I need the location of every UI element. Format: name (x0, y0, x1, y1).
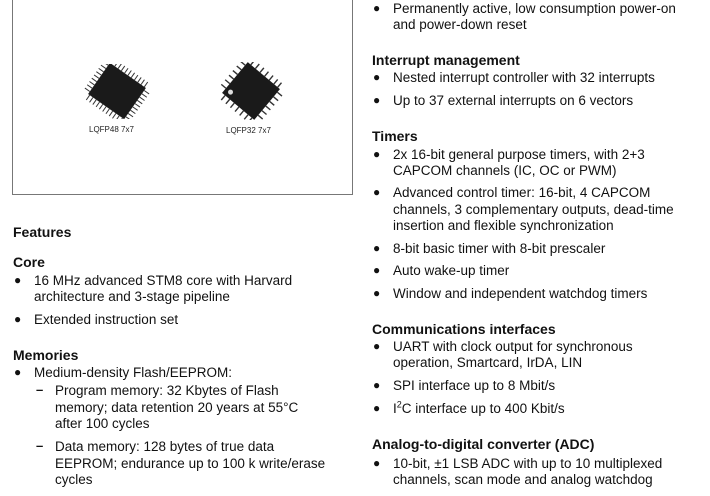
bullet-icon: ● (373, 401, 381, 415)
timers-item-1-line-2: CAPCOM channels (IC, OC or PWM) (393, 163, 617, 178)
timers-item-2-line-3: insertion and flexible synchronization (393, 218, 614, 233)
uart-line-2: operation, Smartcard, IrDA, LIN (393, 355, 583, 370)
memories-heading: Memories (13, 347, 79, 363)
bullet-icon: ● (373, 147, 381, 161)
package-image-box: LQFP48 7x7 LQFP32 7x7 (12, 0, 353, 195)
uart-line-1: UART with clock output for synchronous (393, 339, 633, 354)
lqfp32-chip-image (220, 62, 283, 120)
bullet-icon: ● (14, 273, 22, 287)
interrupt-item-1: Nested interrupt controller with 32 inte… (393, 70, 655, 85)
bullet-icon: ● (373, 93, 381, 107)
dash-icon: – (36, 438, 44, 453)
comms-heading: Communications interfaces (372, 321, 556, 337)
bullet-icon: ● (14, 365, 22, 379)
timers-item-3: 8-bit basic timer with 8-bit prescaler (393, 241, 606, 256)
data-memory-line-2: EEPROM; endurance up to 100 k write/eras… (55, 456, 326, 471)
features-heading: Features (13, 224, 72, 240)
i2c-superscript: 2 (396, 399, 402, 410)
bullet-icon: ● (373, 185, 381, 199)
timers-item-4: Auto wake-up timer (393, 263, 510, 278)
i2c-prefix: I (393, 401, 397, 416)
reset-line-1: Permanently active, low consumption powe… (393, 1, 676, 16)
reset-line-2: and power-down reset (393, 17, 527, 32)
program-memory-line-2: memory; data retention 20 years at 55°C (55, 400, 299, 415)
bullet-icon: ● (373, 339, 381, 353)
dash-icon: – (36, 382, 44, 397)
data-memory-line-3: cycles (55, 472, 93, 487)
bullet-icon: ● (373, 70, 381, 84)
adc-heading: Analog-to-digital converter (ADC) (372, 436, 595, 452)
lqfp32-label: LQFP32 7x7 (226, 126, 271, 135)
adc-line-1: 10-bit, ±1 LSB ADC with up to 10 multipl… (393, 456, 663, 471)
bullet-icon: ● (14, 312, 22, 326)
core-heading: Core (13, 254, 45, 270)
timers-item-5: Window and independent watchdog timers (393, 286, 648, 301)
bullet-icon: ● (373, 1, 381, 15)
interrupt-heading: Interrupt management (372, 52, 520, 68)
program-memory-line-3: after 100 cycles (55, 416, 150, 431)
lqfp48-chip-image (84, 64, 150, 119)
i2c-item: I2C interface up to 400 Kbit/s (393, 399, 565, 417)
timers-heading: Timers (372, 128, 418, 144)
lqfp48-label: LQFP48 7x7 (89, 125, 134, 134)
timers-item-2-line-1: Advanced control timer: 16-bit, 4 CAPCOM (393, 185, 651, 200)
interrupt-item-2: Up to 37 external interrupts on 6 vector… (393, 93, 634, 108)
core-item-1-line-1: 16 MHz advanced STM8 core with Harvard (34, 273, 293, 288)
bullet-icon: ● (373, 286, 381, 300)
timers-item-2-line-2: channels, 3 complementary outputs, dead-… (393, 202, 674, 217)
bullet-icon: ● (373, 456, 381, 470)
timers-item-1-line-1: 2x 16-bit general purpose timers, with 2… (393, 147, 645, 162)
bullet-icon: ● (373, 263, 381, 277)
memories-item-1: Medium-density Flash/EEPROM: (34, 365, 233, 380)
data-memory-line-1: Data memory: 128 bytes of true data (55, 439, 275, 454)
core-item-2: Extended instruction set (34, 312, 179, 327)
program-memory-line-1: Program memory: 32 Kbytes of Flash (55, 383, 279, 398)
core-item-1-line-2: architecture and 3-stage pipeline (34, 289, 230, 304)
adc-line-2: channels, scan mode and analog watchdog (393, 472, 653, 487)
i2c-rest: C interface up to 400 Kbit/s (401, 401, 565, 416)
spi-item: SPI interface up to 8 Mbit/s (393, 378, 556, 393)
bullet-icon: ● (373, 241, 381, 255)
bullet-icon: ● (373, 378, 381, 392)
